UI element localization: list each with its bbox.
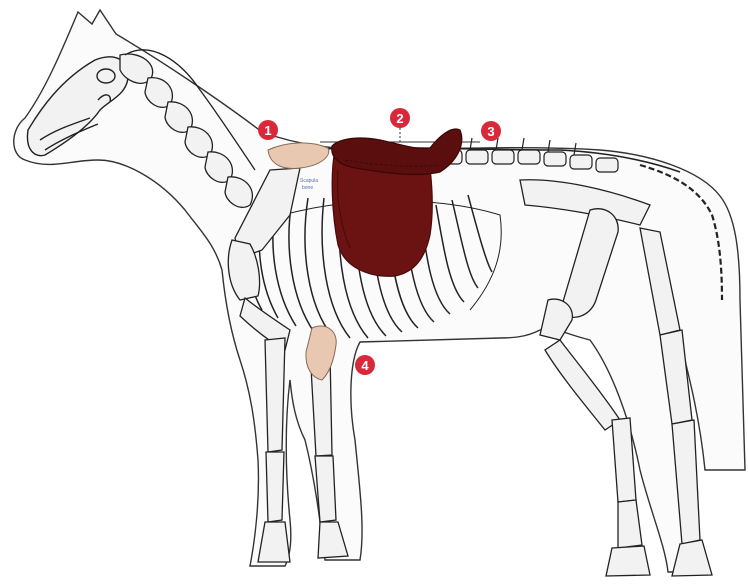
marker-4-label: 4 [361, 358, 369, 373]
scapula-label-line1: Scapula [300, 178, 318, 184]
saddle-seat [332, 129, 462, 174]
marker-4: 4 [355, 355, 375, 375]
marker-2-label: 2 [396, 111, 403, 126]
marker-1-label: 1 [264, 123, 271, 138]
marker-3-label: 3 [487, 124, 494, 139]
marker-3: 3 [481, 121, 501, 141]
marker-2: 2 [390, 108, 410, 128]
scapula-label-line2: bone [302, 185, 313, 191]
marker-1: 1 [258, 120, 278, 140]
